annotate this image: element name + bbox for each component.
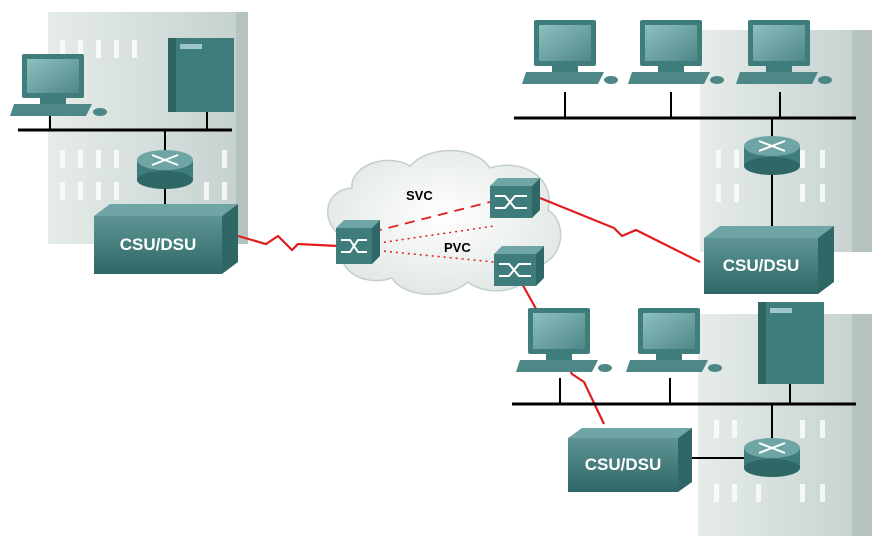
wan-link-left [237, 234, 339, 252]
left-csu-dsu-label: CSU/DSU [120, 235, 197, 254]
pvc-circuit-upper [371, 225, 495, 245]
bottom-right-site: CSU/DSU [512, 302, 872, 536]
virtual-circuits [371, 201, 495, 263]
left-server-icon [168, 38, 234, 112]
bottom-right-server-icon [758, 302, 824, 384]
top-right-pc2-icon [628, 20, 724, 84]
left-router-icon [137, 150, 193, 189]
left-csu-dsu-icon: CSU/DSU [94, 204, 238, 274]
left-site: CSU/DSU [10, 12, 248, 274]
bottom-right-building [698, 314, 872, 536]
bottom-right-csu-dsu-icon: CSU/DSU [568, 428, 692, 492]
svc-label: SVC [406, 188, 433, 203]
top-right-csu-dsu-label: CSU/DSU [723, 256, 800, 275]
top-right-pc1-icon [522, 20, 618, 84]
bottom-right-pc2-icon [626, 308, 722, 372]
top-right-csu-dsu-icon: CSU/DSU [704, 226, 834, 294]
switch-left-icon [336, 220, 380, 264]
top-right-site: CSU/DSU [514, 20, 872, 294]
top-right-router-icon [744, 136, 800, 175]
bottom-right-csu-dsu-label: CSU/DSU [585, 455, 662, 474]
bottom-right-pc1-icon [516, 308, 612, 372]
left-pc-icon [10, 54, 107, 116]
bottom-right-router-icon [744, 438, 800, 477]
pvc-label: PVC [444, 240, 471, 255]
switch-bottom-right-icon [494, 246, 544, 286]
switch-top-right-icon [490, 178, 540, 218]
pvc-circuit-lower [371, 249, 495, 263]
top-right-pc3-icon [736, 20, 832, 84]
wan-link-top-right [539, 196, 701, 263]
svc-circuit [371, 201, 491, 233]
